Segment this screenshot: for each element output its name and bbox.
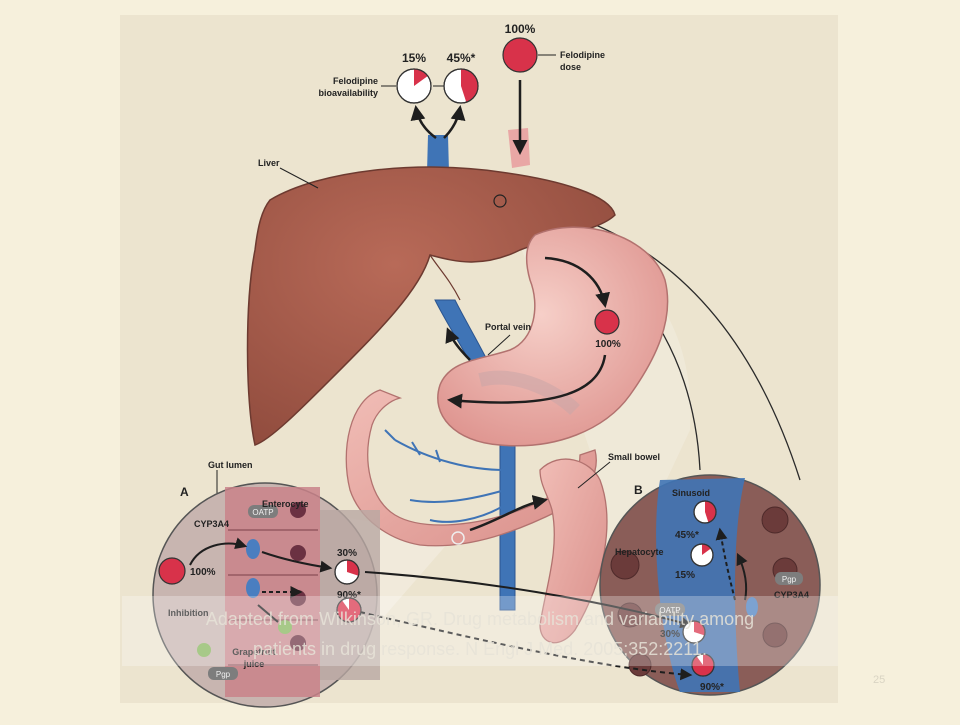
citation-line-1: Adapted from Wilkinson, GR. Drug metabol… — [206, 609, 754, 629]
pie-slice-panel-b-30 — [694, 621, 705, 636]
grapefruit-molecule-1 — [278, 620, 292, 634]
sinusoid-label: Sinusoid — [672, 488, 710, 498]
slide-number: 25 — [873, 674, 885, 686]
panel-a-efflux-arrow — [261, 551, 333, 573]
portal-flow-arrow — [445, 327, 471, 361]
pie-base-panel-a-100 — [158, 557, 186, 585]
stomach-entry-arrow — [544, 256, 610, 308]
cyp3a4-label-b: CYP3A4 — [774, 590, 809, 600]
a-to-b-dashed-arrow — [359, 611, 693, 681]
enterocyte-label: Enterocyte — [262, 499, 309, 509]
stomach — [437, 226, 669, 447]
portal-vein-label: Portal vein — [485, 322, 531, 332]
panel-b-solid-up — [736, 552, 748, 601]
pie-label-top-dose: 100% — [505, 22, 536, 36]
stomach-band — [478, 370, 580, 416]
pie-slice-top-15 — [414, 69, 428, 86]
small-bowel-leader — [577, 461, 611, 489]
oatp-transporter-a — [248, 505, 278, 518]
pie-label-top-45: 45%* — [447, 51, 476, 65]
portal-vein-leader — [487, 334, 511, 356]
grapefruit-label-line1: Grapefruit — [232, 647, 276, 657]
bowel-flow-arrow — [469, 495, 548, 532]
pgp-transporter-b — [775, 572, 803, 585]
liver-lobe-line — [429, 254, 461, 301]
stomach-exit-arrow — [447, 354, 607, 409]
inhibition-line — [257, 604, 279, 623]
felodipine-dose-line2: dose — [560, 62, 581, 72]
pie-panel-b-30: 30% — [660, 620, 706, 644]
text-labels: Felodipine bioavailability Felodipine do… — [168, 50, 809, 679]
pie-slice-panel-a-30 — [347, 560, 360, 576]
liver-leader — [279, 167, 319, 189]
pie-slice-panel-b-90 — [692, 654, 714, 677]
pie-slice-top-45 — [461, 69, 478, 103]
panel-a-letter: A — [180, 485, 189, 499]
hepatocyte-label: Hepatocyte — [615, 547, 664, 557]
enterocyte-nuclei — [290, 502, 306, 651]
pie-label-panel-b-15: 15% — [675, 570, 695, 581]
pie-label-panel-b-30: 30% — [660, 629, 680, 640]
inhibition-label: Inhibition — [168, 608, 209, 618]
panel-a — [152, 482, 380, 708]
zoom-target-bowel — [451, 531, 465, 545]
cyp3a4-label-a: CYP3A4 — [194, 519, 229, 529]
pgp-label-b: Pgp — [782, 575, 797, 584]
a-to-b-solid-arrow — [364, 571, 693, 629]
pie-panel-a-90: 90%* — [336, 590, 362, 623]
bioavail-arrow-right — [443, 105, 466, 139]
caption-backdrop — [122, 596, 838, 666]
pgp-label-a: Pgp — [216, 670, 231, 679]
pie-base-stomach — [594, 309, 620, 335]
enterocyte-cell-borders — [228, 529, 318, 666]
pie-panel-b-90: 90%* — [691, 653, 724, 693]
liver-label: Liver — [258, 158, 280, 168]
panel-b-letter: B — [634, 483, 643, 497]
pie-top-15: 15% — [396, 51, 432, 104]
pie-base-top-dose — [502, 37, 538, 73]
cyp3a4-enzyme-a — [246, 539, 260, 559]
pie-charts: 15% 45%* 100% 100% 100% 30% 90%* 45%* 15% 30% 90%* — [158, 22, 724, 693]
small-bowel-label: Small bowel — [608, 452, 660, 462]
gut-lumen-label: Gut lumen — [208, 460, 253, 470]
pie-stomach: 100% — [594, 309, 621, 350]
bioavail-arrow-left — [410, 105, 437, 140]
pie-label-panel-a-90: 90%* — [337, 590, 361, 601]
pgp-transporter-a — [208, 667, 238, 680]
pie-label-top-15: 15% — [402, 51, 426, 65]
felodipine-dose-line1: Felodipine — [560, 50, 605, 60]
pie-top-45: 45%* — [443, 51, 479, 104]
zoom-target-liver — [493, 194, 507, 208]
pie-top-dose: 100% — [502, 22, 538, 73]
pie-panel-b-15: 15% — [675, 543, 714, 581]
cyp3a4-enzyme-a2 — [246, 578, 260, 598]
grapefruit-molecule-2 — [197, 643, 211, 657]
pie-panel-a-100: 100% — [158, 557, 216, 585]
pie-slice-panel-b-45 — [705, 501, 716, 523]
panel-b-dashed-up — [715, 527, 736, 601]
mesenteric-veins — [384, 429, 506, 523]
panel-b — [599, 474, 821, 696]
grapefruit-label-line2: juice — [243, 659, 265, 669]
oatp-label-a: OATP — [252, 508, 273, 517]
pie-slice-panel-a-90 — [337, 598, 361, 623]
pie-panel-a-30: 30% — [334, 548, 360, 585]
blood-side — [320, 510, 380, 680]
pie-label-panel-b-90: 90%* — [700, 682, 724, 693]
oatp-transporter-b — [655, 603, 685, 616]
pie-label-panel-a-30: 30% — [337, 548, 357, 559]
pie-label-panel-a-100: 100% — [190, 567, 216, 578]
felodipine-bioavailability-line2: bioavailability — [318, 88, 378, 98]
cyp3a4-enzyme-b — [746, 597, 758, 617]
duodenum — [539, 458, 608, 644]
felodipine-bioavailability-line1: Felodipine — [333, 76, 378, 86]
oatp-label-b: OATP — [659, 606, 680, 615]
citation-line-2: patients in drug response. N Engl J Med.… — [253, 639, 707, 659]
pie-panel-b-45: 45%* — [675, 500, 717, 541]
pie-label-panel-b-45: 45%* — [675, 530, 699, 541]
panel-a-uptake-arrow — [189, 537, 248, 566]
pie-label-stomach: 100% — [595, 339, 621, 350]
